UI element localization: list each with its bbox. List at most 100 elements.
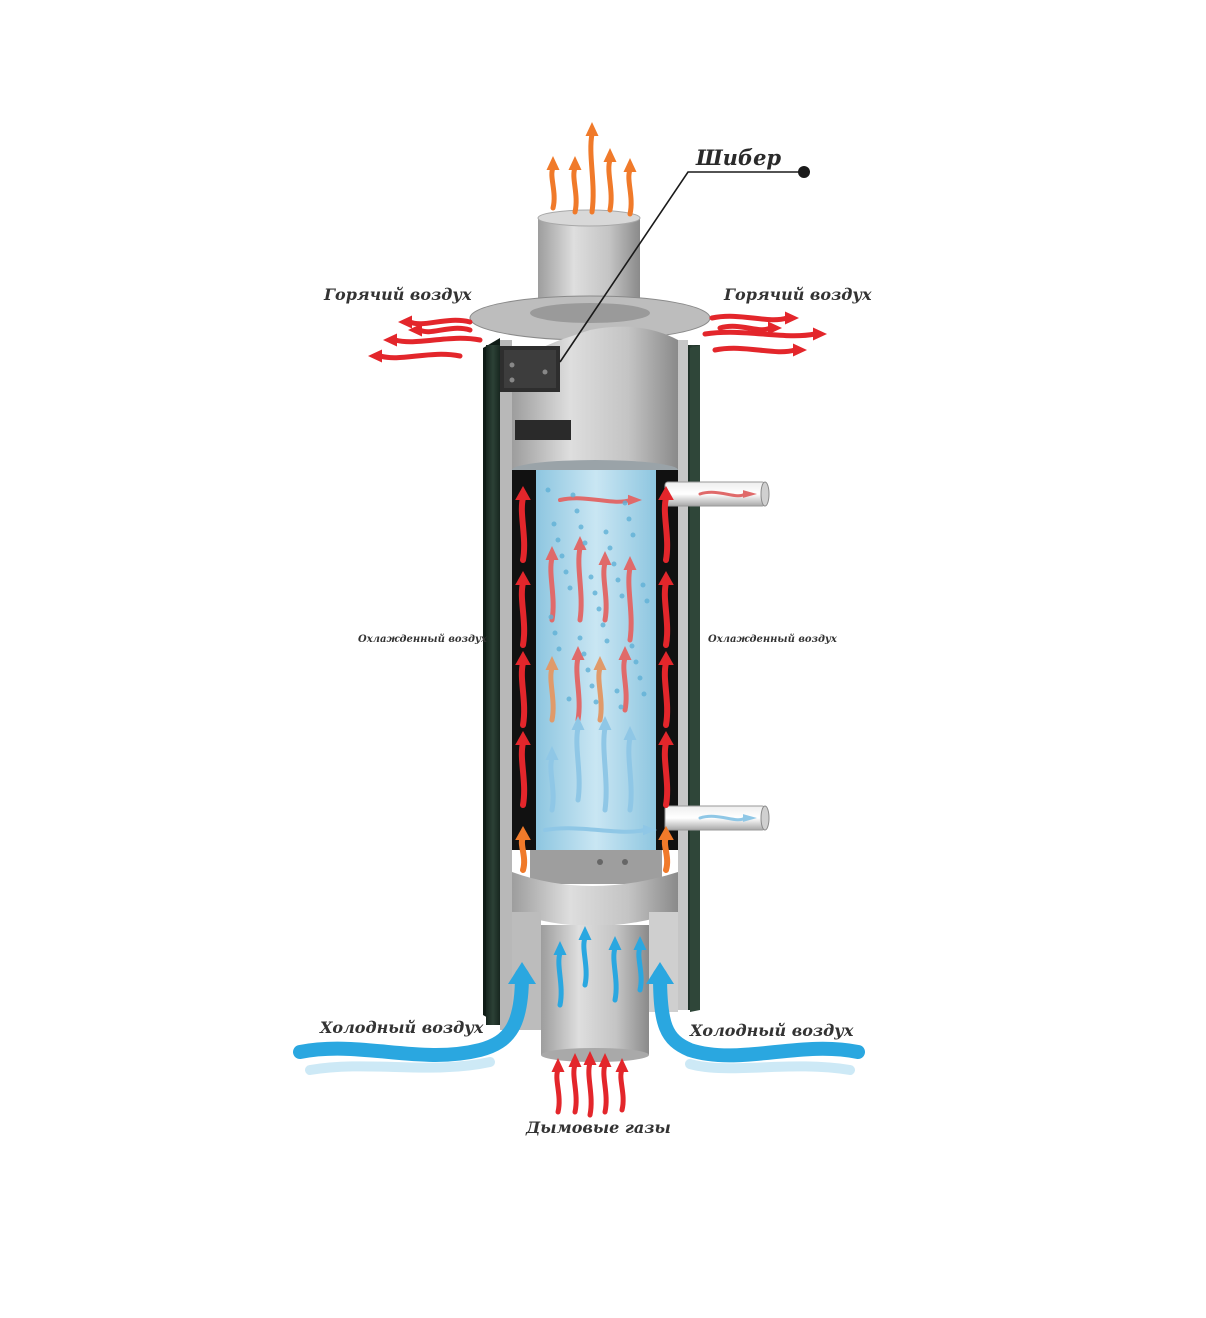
channel-arrow-left bbox=[518, 835, 528, 873]
inlet-water-arrow bbox=[698, 814, 747, 822]
water-arrow-head bbox=[593, 656, 607, 670]
cold-air-rise bbox=[636, 945, 644, 993]
water-arrow-head bbox=[623, 726, 637, 740]
exhaust-arrow-head bbox=[603, 148, 617, 162]
flue-gas-arrow bbox=[571, 1062, 579, 1115]
bubble bbox=[566, 696, 572, 702]
damper-pointer-icon bbox=[559, 166, 810, 363]
bubble bbox=[607, 545, 613, 551]
top-chimney bbox=[537, 209, 641, 310]
flue-gas-arrow-head bbox=[551, 1058, 565, 1072]
exhaust-arrow-head bbox=[585, 122, 599, 136]
cold-air-flow-right bbox=[653, 968, 865, 1063]
bubble bbox=[582, 540, 588, 546]
hot-air-arrow-left bbox=[407, 317, 473, 327]
bubble bbox=[563, 569, 569, 575]
water-bottom-arrow bbox=[543, 826, 647, 834]
water-flow-arrows bbox=[543, 490, 757, 836]
flue-gas-arrow bbox=[586, 1060, 594, 1118]
bubble bbox=[618, 704, 624, 710]
bubble bbox=[629, 643, 635, 649]
channel-arrow-right bbox=[661, 580, 671, 648]
bubble bbox=[614, 688, 620, 694]
cold-air-flow-right bbox=[685, 1059, 855, 1075]
water-arrow-head bbox=[545, 746, 559, 760]
bubble bbox=[589, 683, 595, 689]
bubble bbox=[604, 638, 610, 644]
water-bottom-arrow-head bbox=[643, 824, 657, 836]
bubble bbox=[552, 630, 558, 636]
flue-gas-arrow-head bbox=[615, 1058, 629, 1072]
water-arrow-head bbox=[571, 646, 585, 660]
damper-label: Шибер bbox=[696, 145, 782, 170]
hot-air-label-left: Горячий воздух bbox=[324, 285, 472, 304]
exhaust-arrow-head bbox=[568, 156, 582, 170]
bubble bbox=[593, 699, 599, 705]
cold-air-rise bbox=[556, 950, 564, 1008]
bubble bbox=[600, 622, 606, 628]
bubble bbox=[633, 659, 639, 665]
bubble bbox=[570, 492, 576, 498]
bubble bbox=[577, 635, 583, 641]
cold-air-arrow-head bbox=[646, 962, 674, 984]
hot-air-arrow-left bbox=[392, 335, 483, 345]
water-arrow-head bbox=[571, 716, 585, 730]
outer-casing bbox=[500, 340, 688, 1030]
stone-lining bbox=[483, 338, 700, 1025]
water-arrow bbox=[574, 655, 582, 723]
cold-air-flow-left bbox=[305, 1057, 495, 1075]
cold-air-rise-head bbox=[608, 936, 622, 950]
exhaust-arrow bbox=[606, 157, 614, 213]
exhaust-arrow-head bbox=[546, 156, 560, 170]
channel-arrow-right-head bbox=[658, 486, 674, 500]
water-bubbles bbox=[545, 487, 650, 710]
outlet-water-arrow-head bbox=[743, 490, 757, 498]
channel-arrow-right-head bbox=[658, 651, 674, 665]
bubble bbox=[551, 521, 557, 527]
bubble bbox=[559, 553, 565, 559]
channel-arrow-left-head bbox=[515, 731, 531, 745]
hot-air-arrow-right bbox=[709, 313, 790, 323]
cold-air-arrow-head bbox=[508, 962, 536, 984]
exhaust-arrow bbox=[549, 165, 557, 211]
channel-arrow-left-head bbox=[515, 571, 531, 585]
channel-arrow-right-head bbox=[658, 826, 674, 840]
bubble bbox=[581, 651, 587, 657]
water-arrow bbox=[601, 725, 609, 813]
outlet-water-arrow bbox=[698, 490, 747, 498]
flue-gas-arrow bbox=[554, 1067, 562, 1115]
exhaust-arrow-head bbox=[623, 158, 637, 172]
bubble bbox=[588, 574, 594, 580]
hot-air-arrow-right bbox=[702, 329, 818, 339]
exhaust-arrows bbox=[546, 122, 637, 217]
water-arrow bbox=[601, 560, 609, 623]
flue-gas-arrow-head bbox=[568, 1053, 582, 1067]
flue-gases-label: Дымовые газы bbox=[526, 1118, 671, 1137]
water-arrow bbox=[548, 755, 556, 813]
water-arrow bbox=[626, 735, 634, 813]
water-arrow bbox=[621, 655, 629, 713]
cold-air-rise-head bbox=[553, 941, 567, 955]
hot-air-label-right: Горячий воздух bbox=[724, 285, 872, 304]
water-arrow-head bbox=[598, 551, 612, 565]
channel-arrow-right bbox=[661, 740, 671, 808]
channel-arrow-left bbox=[518, 660, 528, 728]
bubble bbox=[630, 532, 636, 538]
bubble bbox=[585, 667, 591, 673]
water-arrow-head bbox=[618, 646, 632, 660]
water-top-arrow-head bbox=[628, 494, 642, 506]
bubble bbox=[626, 516, 632, 522]
bubble bbox=[548, 614, 554, 620]
channel-arrow-left-head bbox=[515, 826, 531, 840]
bubble bbox=[641, 691, 647, 697]
flue-gas-arrows bbox=[551, 1051, 629, 1118]
channel-arrow-right bbox=[661, 835, 671, 873]
channel-arrow-right-head bbox=[658, 571, 674, 585]
flue-gas-arrow bbox=[618, 1067, 626, 1113]
exhaust-arrow bbox=[626, 167, 634, 217]
damper-handle[interactable] bbox=[500, 346, 560, 392]
cooled-air-label-right: Охлажденный воздух bbox=[708, 634, 837, 645]
bubble bbox=[596, 606, 602, 612]
